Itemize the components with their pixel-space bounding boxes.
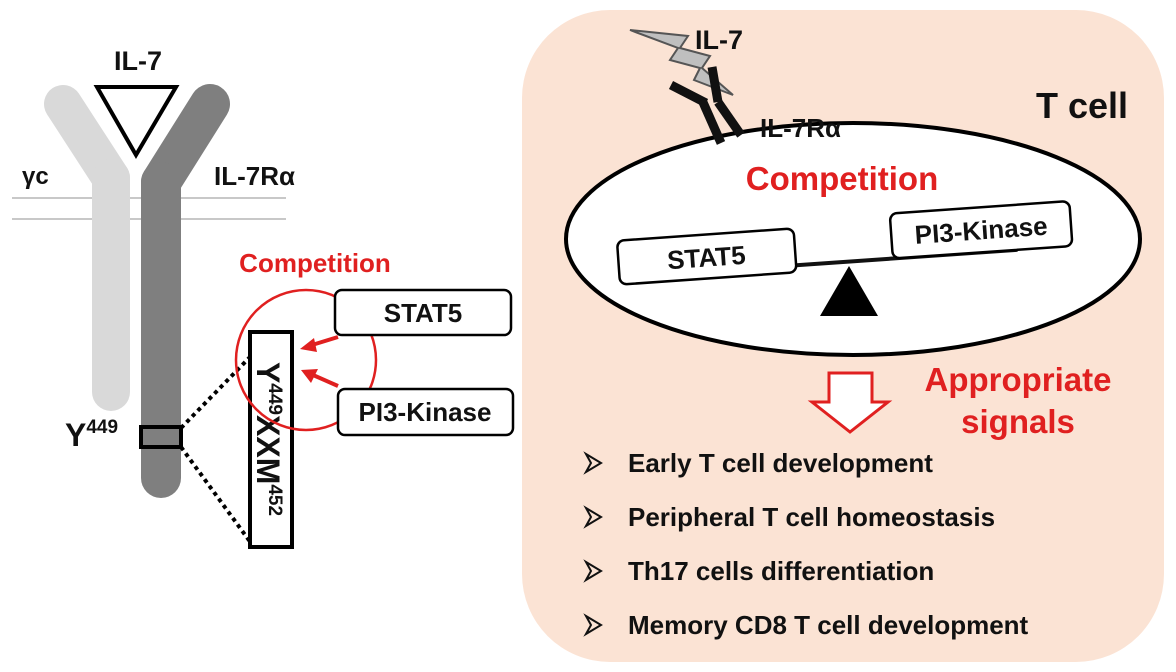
outcome-label: Early T cell development: [628, 448, 933, 478]
y449-site-box: [139, 425, 183, 449]
tcell-stat5-box: [616, 227, 798, 286]
signals-line2: signals: [961, 403, 1075, 440]
down-arrow-icon: [807, 371, 893, 434]
outcome-item: Peripheral T cell homeostasis: [583, 502, 995, 532]
left-competition-title: Competition: [239, 248, 391, 278]
il7-ligand-triangle: [93, 85, 180, 159]
gamma-chain: [44, 85, 130, 411]
seesaw: STAT5 PI3-Kinase: [616, 200, 1074, 286]
tcell-il7-label: IL-7: [695, 25, 743, 55]
il7r-receptor-icon: [668, 66, 745, 145]
seesaw-fulcrum: [820, 266, 878, 316]
tcell-il7r-label: IL-7Rα: [760, 113, 841, 143]
left-stat5-label: STAT5: [384, 298, 462, 328]
outcome-item: Memory CD8 T cell development: [583, 610, 1029, 640]
competition-circle: [234, 288, 378, 432]
y449-label: Y449: [65, 417, 118, 453]
arrowhead-bullet-icon: [583, 451, 603, 475]
tcell-pi3k-box: [888, 200, 1074, 260]
yxxm-motif-box: [248, 330, 294, 549]
arrowhead-bullet-icon: [583, 505, 603, 529]
zoom-line-bottom: [179, 445, 253, 545]
stat5-arrow: [300, 335, 339, 352]
outcome-label: Memory CD8 T cell development: [628, 610, 1029, 640]
left-stat5-box: [333, 288, 513, 337]
outcome-label: Th17 cells differentiation: [628, 556, 934, 586]
il7-lightning-icon: [629, 29, 734, 96]
tcell-stat5-label: STAT5: [666, 240, 746, 275]
alpha-chain: [141, 84, 230, 498]
receptor-panel: IL-7 γc IL-7Rα Y449 Y449XXM452 Competiti…: [12, 46, 515, 549]
outcome-item: Early T cell development: [583, 448, 933, 478]
il7-ligand-label: IL-7: [114, 46, 162, 76]
outcome-item: Th17 cells differentiation: [583, 556, 934, 586]
zoom-line-top: [179, 354, 253, 430]
arrowhead-bullet-icon: [583, 559, 603, 583]
tcell-label: T cell: [1036, 85, 1128, 126]
outcome-label: Peripheral T cell homeostasis: [628, 502, 995, 532]
left-pi3k-label: PI3-Kinase: [359, 397, 492, 427]
tcell-competition-title: Competition: [746, 160, 938, 197]
alpha-chain-label: IL-7Rα: [214, 161, 295, 191]
yxxm-motif-label: Y449XXM452: [250, 362, 286, 516]
left-pi3k-box: [336, 387, 515, 437]
signals-line1: Appropriate: [924, 361, 1111, 398]
gamma-chain-label: γc: [22, 163, 49, 190]
pi3k-arrow: [301, 369, 339, 388]
cell-ellipse: [564, 121, 1142, 357]
tcell-panel: T cell IL-7 IL-7Rα Competition STAT5 PI3…: [522, 10, 1164, 662]
arrowhead-bullet-icon: [583, 613, 603, 637]
